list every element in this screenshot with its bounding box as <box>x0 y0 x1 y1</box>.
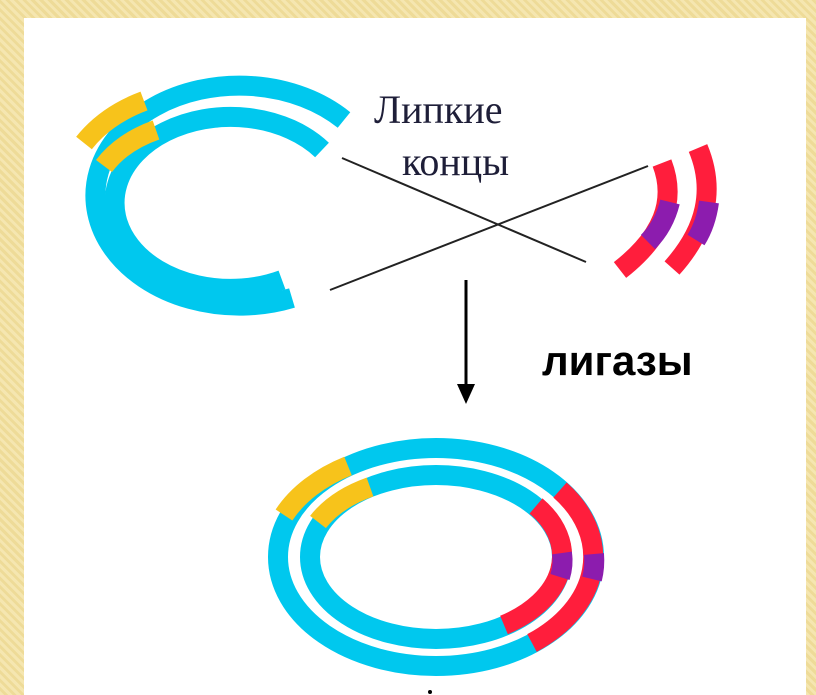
vector-inner-strand <box>104 106 329 299</box>
pointer-line-1 <box>341 157 587 263</box>
recombinant-band-outer <box>582 553 605 582</box>
sticky-ends-label-line2: концы <box>402 139 509 184</box>
vector-marker-outer <box>76 91 148 150</box>
dna-insert-fragment <box>613 144 719 278</box>
insert-outer-band <box>687 200 719 246</box>
sticky-ends-label-line1: Липкие <box>374 87 503 132</box>
bottom-dot <box>428 690 432 694</box>
recombinant-marker-inner <box>310 477 374 529</box>
pointer-line-2 <box>329 165 649 291</box>
vector-outer-strand <box>85 75 351 316</box>
recombinant-marker-outer <box>275 456 352 521</box>
recombinant-plasmid <box>268 438 605 676</box>
vector-marker-inner <box>96 120 160 173</box>
insert-inner-band <box>640 199 680 250</box>
ligase-label: лигазы <box>542 337 693 384</box>
arrow-down-icon <box>457 280 475 404</box>
recombinant-band-inner <box>550 551 573 580</box>
open-plasmid-vector <box>76 75 351 316</box>
